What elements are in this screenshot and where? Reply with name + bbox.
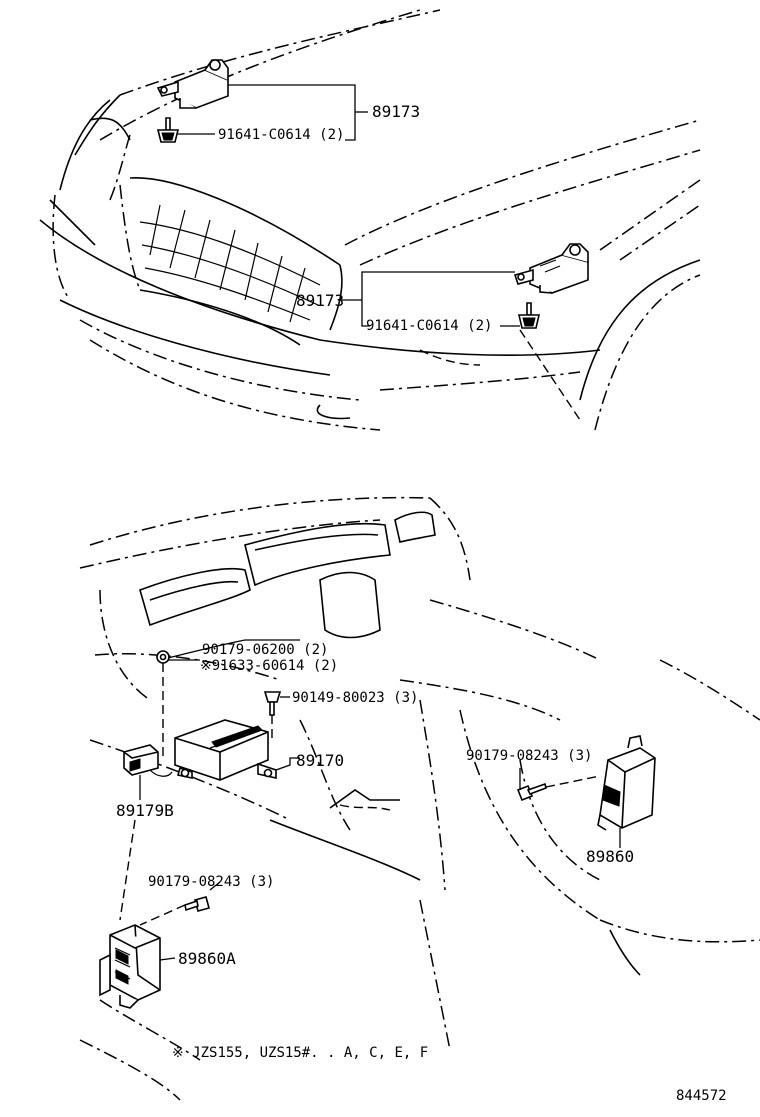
bolt-side-left (184, 896, 210, 912)
label-nut-side-left: 90179-08243 (3) (148, 874, 274, 890)
label-89860: 89860 (586, 847, 634, 866)
label-bolt-computer: 90149-80023 (3) (292, 690, 418, 706)
nut-airbag (156, 650, 170, 664)
footnote: ※ JZS155, UZS15#. . A, C, E, F (172, 1045, 428, 1061)
interior-outline (79, 496, 760, 1101)
label-nut-airbag: 90179-06200 (2) (202, 642, 328, 658)
front-sensor-right (156, 59, 229, 109)
airbag-computer (174, 719, 277, 781)
leader-lines-top (178, 84, 520, 327)
side-sensor-left (99, 924, 161, 1009)
bolt-front-right (156, 117, 180, 143)
label-89170: 89170 (296, 751, 344, 770)
leader-lines-bottom (119, 639, 621, 961)
front-sensor-left (513, 243, 589, 294)
label-89173-left: 89173 (296, 291, 344, 310)
label-bolt-front-left: 91641-C0614 (2) (366, 318, 492, 334)
vehicle-front-outline (39, 9, 701, 431)
label-89860a: 89860A (178, 949, 236, 968)
connector-89179b (123, 744, 173, 777)
label-bolt-front-right: 91641-C0614 (2) (218, 127, 344, 143)
bolt-computer (263, 691, 282, 716)
side-sensor-right (597, 735, 656, 831)
label-89179b: 89179B (116, 801, 174, 820)
label-nut-side-right: 90179-08243 (3) (466, 748, 592, 764)
bolt-front-left (517, 302, 541, 329)
drawing-number: 844572 (676, 1088, 727, 1104)
bolt-side-right (516, 782, 547, 802)
label-89173-right: 89173 (372, 102, 420, 121)
label-nut-airbag-alt: ※91633-60614 (2) (200, 658, 338, 674)
